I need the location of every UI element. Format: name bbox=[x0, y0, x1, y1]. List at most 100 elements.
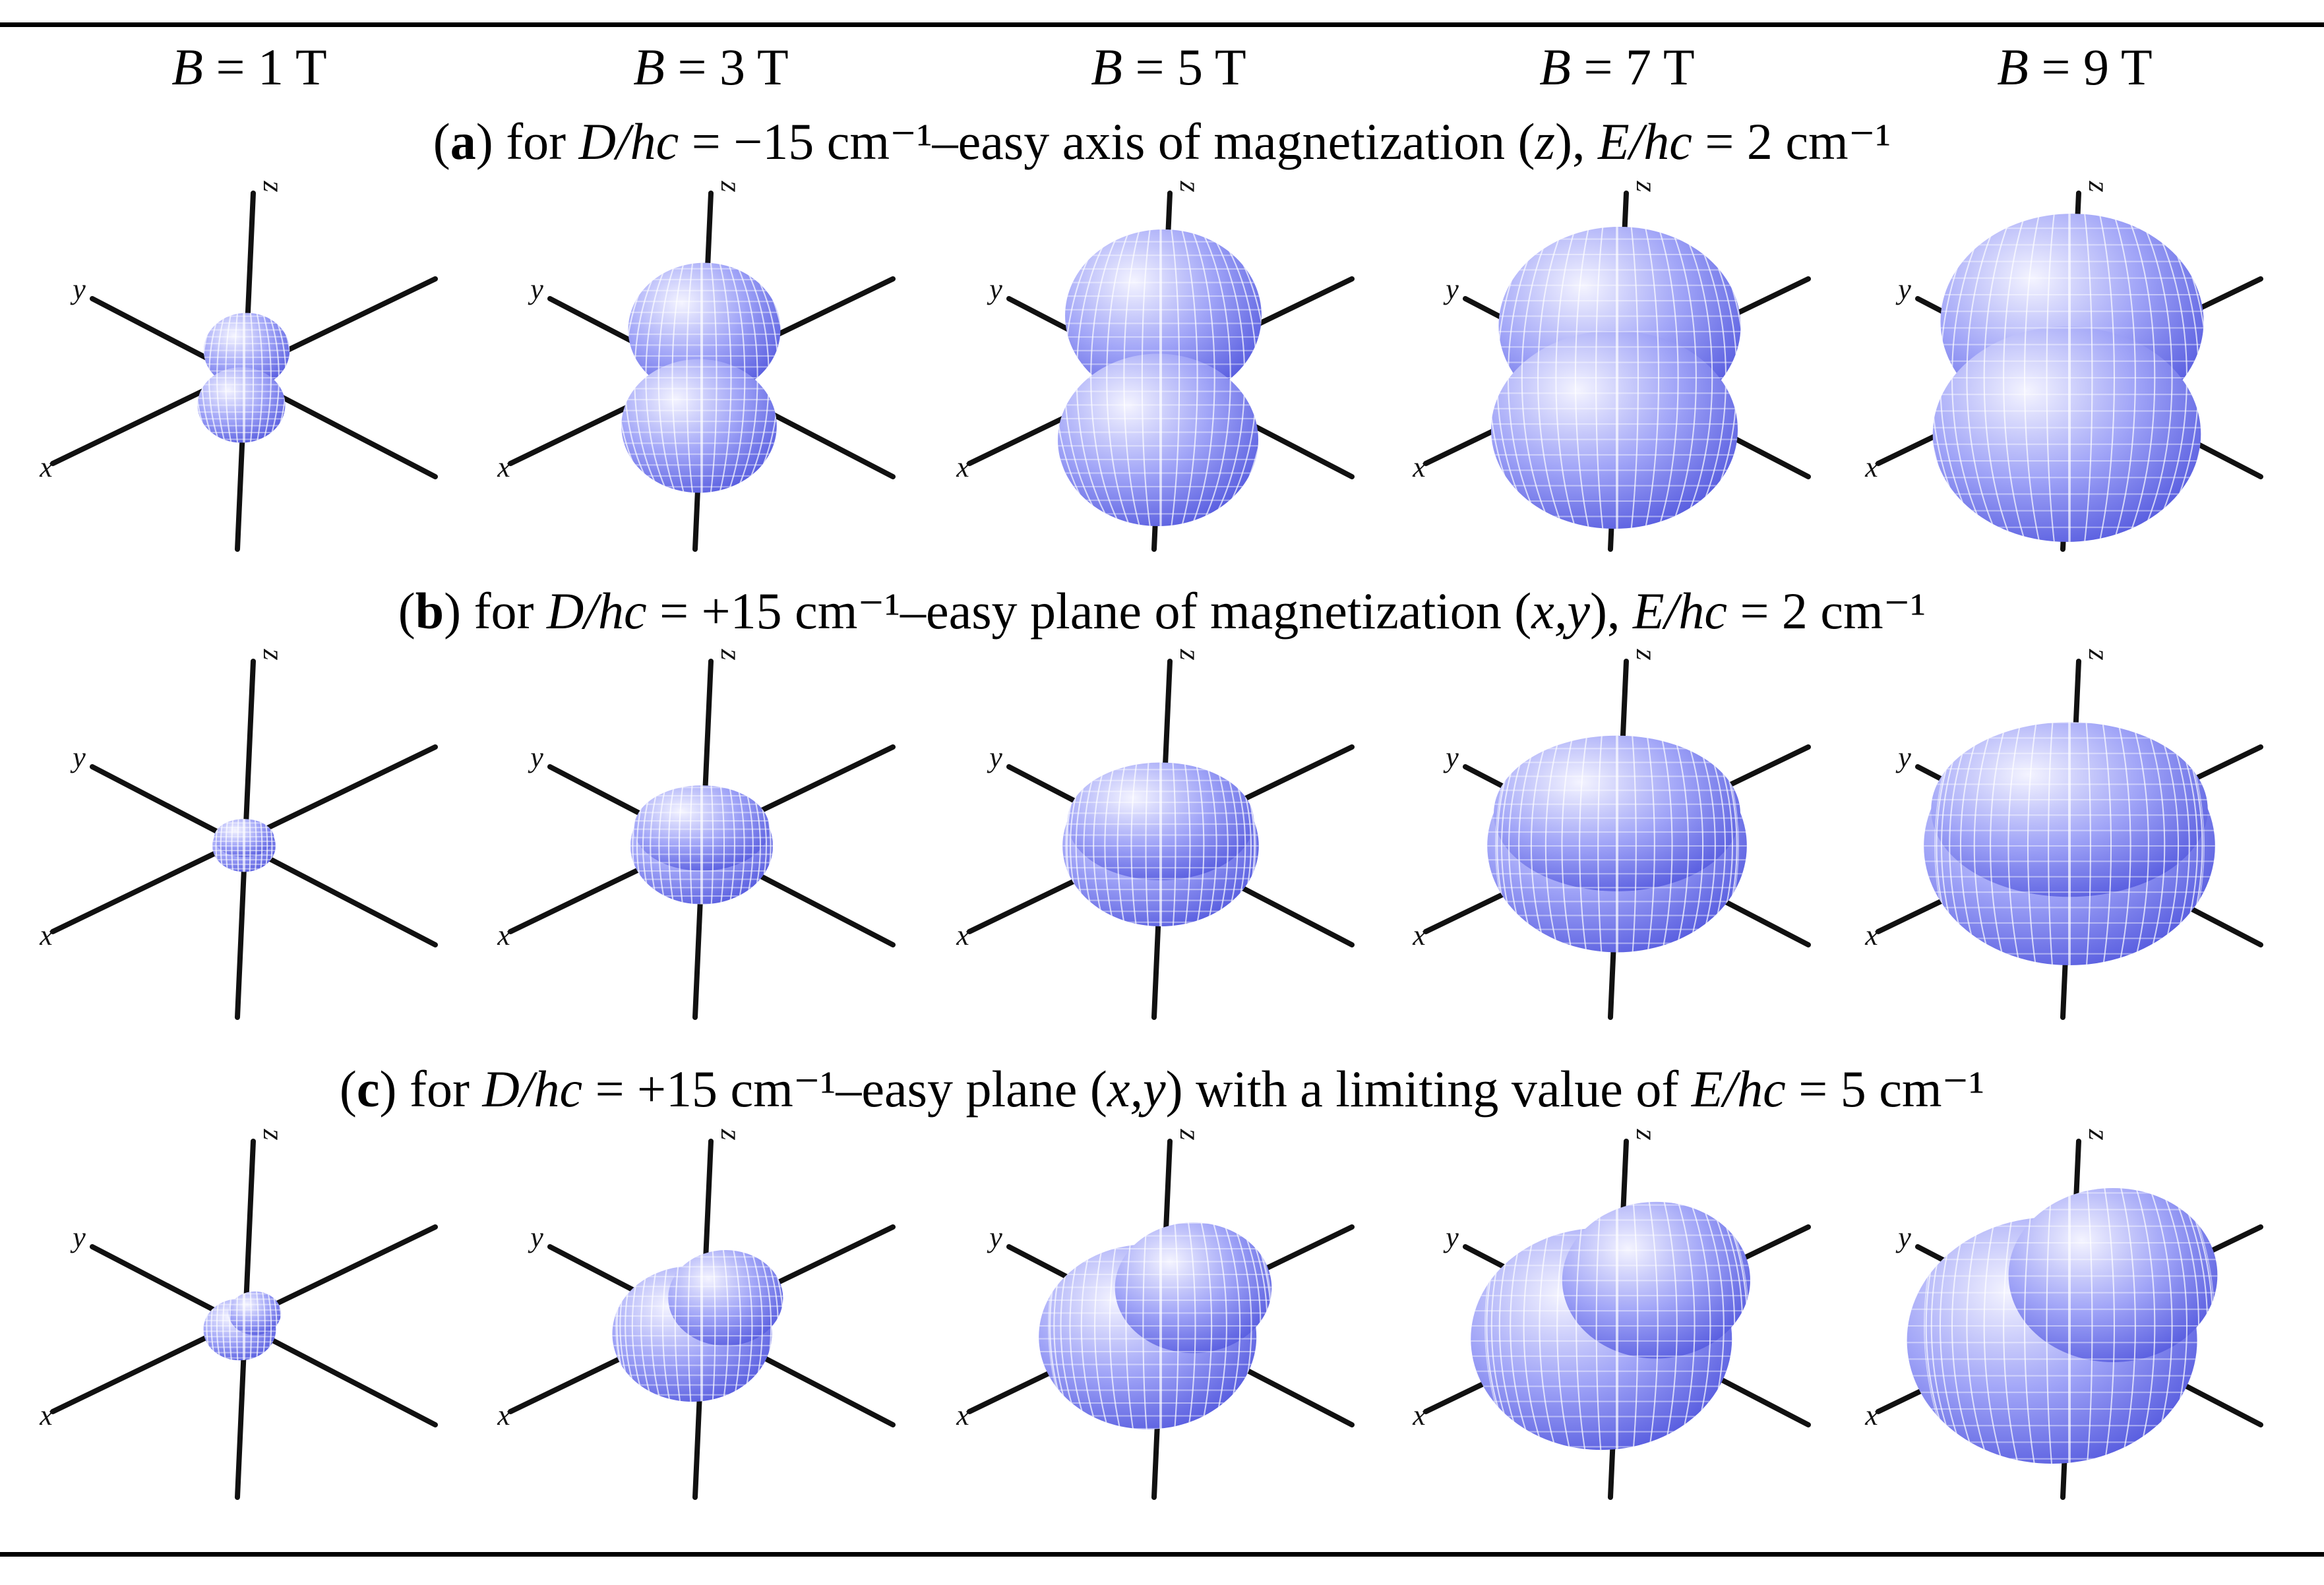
y-axis-label: y bbox=[528, 741, 543, 773]
surface-lobe bbox=[1490, 330, 1738, 529]
z-axis-label: z bbox=[2083, 1128, 2115, 1140]
z-axis-label: z bbox=[257, 1128, 290, 1140]
y-axis-label: y bbox=[528, 1221, 543, 1253]
z-axis-label: z bbox=[1630, 180, 1663, 192]
surface-lobe bbox=[2008, 1188, 2218, 1362]
surface-plot: zxy bbox=[497, 180, 896, 552]
surface-mesh bbox=[1490, 227, 1741, 529]
z-axis-label: z bbox=[257, 180, 290, 192]
magnetization-surface bbox=[1039, 1222, 1272, 1429]
magnetization-surface bbox=[1471, 1201, 1750, 1450]
surface-lobe bbox=[1494, 735, 1740, 891]
surface-lobe bbox=[1932, 326, 2201, 542]
z-axis-label: z bbox=[1174, 1128, 1206, 1140]
magnetization-surface bbox=[1907, 1188, 2218, 1464]
x-axis-label: x bbox=[1864, 451, 1878, 483]
panel-b-caption: (b) for D/hc = +15 cm⁻¹–easy plane of ma… bbox=[398, 582, 1926, 640]
z-axis-label: z bbox=[257, 648, 290, 660]
surface-lobe bbox=[214, 819, 274, 857]
surface-lobe bbox=[1931, 722, 2208, 897]
x-axis-label: x bbox=[1864, 1399, 1878, 1431]
plot-cell-c-1: z x y bbox=[12, 1125, 476, 1514]
plot-cell-b-1: z x y bbox=[12, 645, 476, 1034]
surface-lobe bbox=[668, 1250, 783, 1346]
magnetization-surface bbox=[1490, 227, 1741, 529]
z-axis-label: z bbox=[1630, 1128, 1663, 1140]
surface-plot: zxy bbox=[497, 1128, 896, 1500]
surface-plot: z x y bbox=[39, 1128, 438, 1500]
surface-plot: z x y bbox=[39, 648, 438, 1020]
surface-lobe bbox=[1067, 762, 1254, 881]
surface-mesh bbox=[621, 262, 781, 493]
surface-mesh bbox=[1062, 762, 1259, 927]
x-axis-label: x bbox=[1412, 919, 1426, 951]
z-axis-label: z bbox=[715, 648, 747, 660]
panel-a-caption: (a) for D/hc = −15 cm⁻¹–easy axis of mag… bbox=[433, 113, 1891, 170]
surface-lobe bbox=[621, 359, 777, 493]
magnetization-surface bbox=[1932, 214, 2204, 542]
surface-mesh bbox=[1924, 722, 2215, 966]
z-axis-label: z bbox=[2083, 180, 2115, 192]
magnetization-surface bbox=[1062, 762, 1259, 927]
magnetization-surface bbox=[203, 1291, 282, 1361]
y-axis-label: y bbox=[70, 1221, 86, 1253]
surface-mesh bbox=[1471, 1201, 1750, 1450]
column-header-4: B = 7 T bbox=[1539, 38, 1695, 96]
magnetization-surface bbox=[612, 1250, 783, 1402]
magnetization-surface bbox=[1487, 735, 1747, 953]
plot-cell-b-2: z x y bbox=[470, 645, 934, 1034]
y-axis-label: y bbox=[70, 273, 86, 305]
magnetization-surface bbox=[1924, 722, 2215, 966]
surface-mesh bbox=[612, 1250, 783, 1402]
surface-lobe bbox=[197, 367, 286, 443]
surface-lobe bbox=[203, 313, 290, 388]
surface-lobe bbox=[1065, 229, 1262, 402]
y-axis-label: y bbox=[987, 273, 1002, 305]
surface-mesh bbox=[1907, 1188, 2218, 1464]
surface-plot: zxy bbox=[1864, 1128, 2263, 1500]
y-axis-label: y bbox=[987, 1221, 1002, 1253]
z-axis-label: z bbox=[715, 180, 747, 192]
bottom-rule bbox=[0, 1552, 2324, 1557]
surface-mesh bbox=[1039, 1222, 1272, 1429]
surface-lobe bbox=[1058, 353, 1258, 526]
x-axis-label: x bbox=[956, 451, 969, 483]
magnetization-surface bbox=[621, 262, 781, 493]
y-axis-label: y bbox=[70, 741, 86, 773]
x-axis-label: x bbox=[39, 1399, 53, 1431]
z-axis-label: z bbox=[715, 1128, 747, 1140]
column-header-3: B = 5 T bbox=[1091, 38, 1246, 96]
y-axis-label: y bbox=[528, 273, 543, 305]
surface-mesh bbox=[197, 313, 290, 443]
column-header-5: B = 9 T bbox=[1997, 38, 2153, 96]
surface-lobe bbox=[1562, 1201, 1750, 1359]
column-header-2: B = 3 T bbox=[633, 38, 789, 96]
surface-plot: z x y bbox=[1864, 180, 2263, 552]
surface-mesh bbox=[630, 785, 773, 905]
y-axis-label: y bbox=[1443, 1221, 1459, 1253]
surface-mesh bbox=[1487, 735, 1747, 953]
magnetization-surface bbox=[630, 785, 773, 905]
x-axis-label: x bbox=[1412, 451, 1426, 483]
surface-plot: zxy bbox=[1864, 648, 2263, 1020]
surface-plot: zxy bbox=[1412, 648, 1811, 1020]
x-axis-label: x bbox=[1864, 919, 1878, 951]
surface-lobe bbox=[628, 262, 781, 397]
surface-plot: zxy bbox=[956, 648, 1355, 1020]
x-axis-label: x bbox=[39, 919, 53, 951]
x-axis-label: x bbox=[497, 919, 510, 951]
column-header-1: B = 1 T bbox=[171, 38, 327, 96]
y-axis-label: y bbox=[987, 741, 1002, 773]
y-axis-label: y bbox=[1895, 273, 1911, 305]
